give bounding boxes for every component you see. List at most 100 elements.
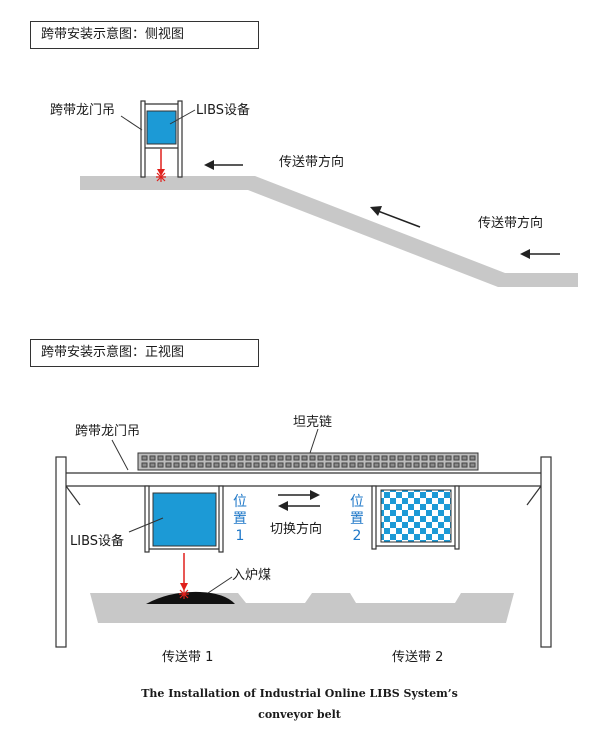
side-direction-label-1: 传送带方向 bbox=[279, 155, 345, 170]
chain-link bbox=[205, 455, 212, 461]
chain-link bbox=[213, 455, 220, 461]
chain-link bbox=[333, 462, 340, 468]
chain-link bbox=[357, 455, 364, 461]
side-gantry bbox=[140, 100, 183, 178]
chain-link bbox=[165, 462, 172, 468]
switch-arrow-left bbox=[278, 501, 320, 511]
chain-link bbox=[141, 455, 148, 461]
chain-link bbox=[205, 462, 212, 468]
chain-link bbox=[149, 455, 156, 461]
chain-link bbox=[357, 462, 364, 468]
front-device-label: LIBS设备 bbox=[70, 534, 125, 549]
chain-link bbox=[157, 462, 164, 468]
chain-link bbox=[381, 462, 388, 468]
chain-link bbox=[189, 462, 196, 468]
chain-link bbox=[269, 455, 276, 461]
chain-link bbox=[173, 462, 180, 468]
side-view-title: 跨带安装示意图：侧视图 bbox=[30, 21, 259, 49]
chain-link bbox=[229, 462, 236, 468]
chain-link bbox=[197, 455, 204, 461]
chain-link bbox=[373, 455, 380, 461]
chain-link bbox=[365, 455, 372, 461]
switch-arrow-right bbox=[278, 490, 320, 500]
coal-pile bbox=[146, 591, 235, 604]
side-direction-label-2: 传送带方向 bbox=[478, 216, 544, 231]
chain-link bbox=[429, 462, 436, 468]
chain-link bbox=[301, 462, 308, 468]
chain-link bbox=[285, 462, 292, 468]
chain-link bbox=[469, 462, 476, 468]
belt-2-label: 传送带 2 bbox=[392, 650, 444, 665]
left-gantry-post bbox=[55, 456, 67, 648]
chain-link bbox=[469, 455, 476, 461]
chain-link bbox=[157, 455, 164, 461]
side-direction-arrow-1 bbox=[204, 160, 243, 170]
side-gantry-label: 跨带龙门吊 bbox=[50, 103, 116, 118]
chain-link bbox=[421, 455, 428, 461]
chain-link bbox=[445, 455, 452, 461]
chain-link bbox=[437, 455, 444, 461]
tank-chain-leader bbox=[309, 428, 319, 454]
chain-link bbox=[413, 455, 420, 461]
chain-link bbox=[277, 455, 284, 461]
chain-link bbox=[429, 455, 436, 461]
chain-link bbox=[341, 455, 348, 461]
side-gantry-leader bbox=[120, 115, 143, 131]
chain-link bbox=[301, 455, 308, 461]
chain-link bbox=[405, 455, 412, 461]
front-conveyor-belt bbox=[90, 593, 514, 623]
chain-link bbox=[325, 462, 332, 468]
front-device-leader bbox=[128, 517, 164, 533]
chain-link bbox=[261, 462, 268, 468]
front-gantry-label: 跨带龙门吊 bbox=[75, 424, 141, 439]
right-gantry-post bbox=[540, 456, 552, 648]
chain-link bbox=[405, 462, 412, 468]
chain-link bbox=[237, 455, 244, 461]
chain-link bbox=[365, 462, 372, 468]
chain-link bbox=[245, 455, 252, 461]
switch-direction-label: 切换方向 bbox=[270, 522, 323, 537]
side-direction-arrow-2 bbox=[370, 206, 421, 228]
side-device-label: LIBS设备 bbox=[196, 103, 251, 118]
chain-link bbox=[325, 455, 332, 461]
chain-link bbox=[341, 462, 348, 468]
chain-link bbox=[277, 462, 284, 468]
side-libs-device bbox=[146, 110, 177, 145]
chain-link bbox=[285, 455, 292, 461]
coal-label: 入炉煤 bbox=[232, 568, 272, 583]
chain-link bbox=[397, 462, 404, 468]
figure-caption-line-1: The Installation of Industrial Online LI… bbox=[141, 687, 458, 700]
chain-link bbox=[261, 455, 268, 461]
chain-link bbox=[389, 455, 396, 461]
chain-link bbox=[389, 462, 396, 468]
chain-link bbox=[461, 455, 468, 461]
front-view-title: 跨带安装示意图：正视图 bbox=[30, 339, 259, 367]
front-laser-spark bbox=[179, 589, 189, 599]
chain-link bbox=[317, 455, 324, 461]
front-libs-device bbox=[152, 492, 217, 547]
chain-link bbox=[333, 455, 340, 461]
chain-link bbox=[165, 455, 172, 461]
coal-leader bbox=[207, 576, 233, 594]
chain-link bbox=[309, 455, 316, 461]
chain-link bbox=[237, 462, 244, 468]
position-2-device bbox=[380, 489, 452, 543]
chain-link bbox=[181, 462, 188, 468]
chain-link bbox=[349, 455, 356, 461]
chain-link bbox=[437, 462, 444, 468]
chain-link bbox=[181, 455, 188, 461]
side-laser-spark bbox=[156, 172, 166, 182]
chain-link bbox=[245, 462, 252, 468]
side-direction-arrow-3 bbox=[520, 249, 560, 259]
side-device-leader bbox=[169, 109, 196, 125]
chain-link bbox=[317, 462, 324, 468]
chain-link bbox=[197, 462, 204, 468]
chain-link bbox=[253, 462, 260, 468]
position-2-mount bbox=[371, 485, 460, 550]
chain-link bbox=[381, 455, 388, 461]
chain-link bbox=[461, 462, 468, 468]
gantry-crossbeam bbox=[65, 472, 542, 506]
tank-chain bbox=[137, 452, 479, 471]
